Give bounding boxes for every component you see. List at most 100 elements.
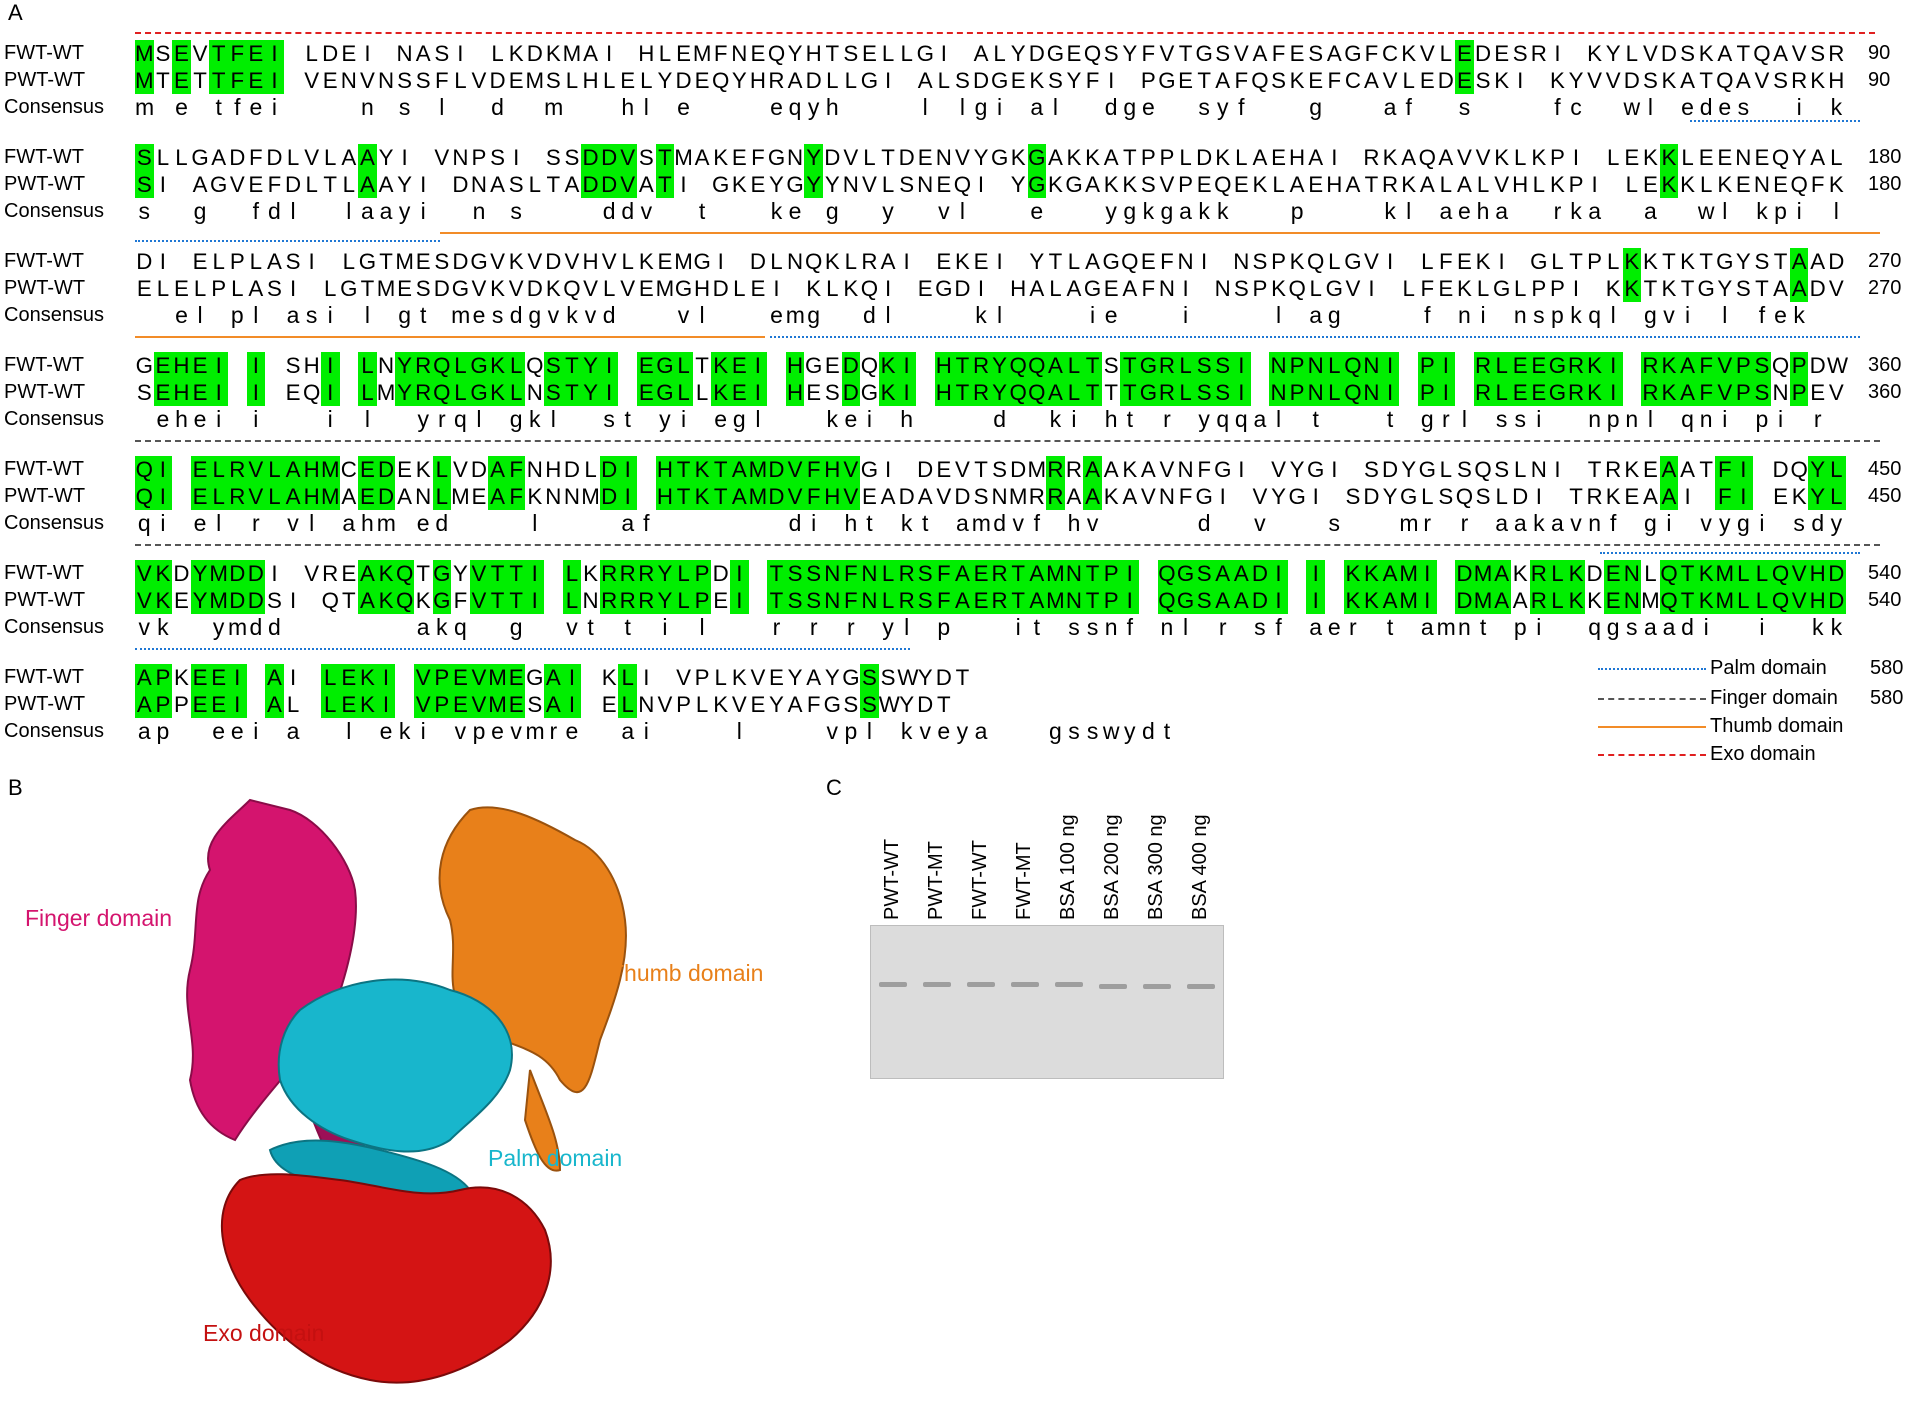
- fwt-row-label: FWT-WT: [4, 458, 84, 480]
- residue-count: 540: [1868, 562, 1902, 584]
- consensus-row-label: Consensus: [4, 616, 105, 638]
- domain-guide-line: [135, 240, 440, 242]
- pwt-row-label: PWT-WT: [4, 381, 86, 403]
- domain-guide-line: [770, 336, 1860, 338]
- gel-band: [1055, 982, 1083, 987]
- gel-lane-label: FWT-MT: [1013, 842, 1035, 920]
- fwt-row-label: FWT-WT: [4, 666, 84, 688]
- fwt-row-label: FWT-WT: [4, 250, 84, 272]
- panel-letter-c: C: [826, 775, 842, 800]
- gel-image: [870, 925, 1224, 1079]
- domain-guide-line: [135, 648, 910, 650]
- legend-label-palm: Palm domain: [1710, 657, 1827, 679]
- domain-guide-line: [440, 232, 1880, 234]
- fwt-row-label: FWT-WT: [4, 42, 84, 64]
- domain-guide-line: [1600, 552, 1860, 554]
- residue-count: 360: [1868, 381, 1902, 403]
- gel-band: [967, 982, 995, 987]
- legend-number-palm: 580: [1870, 657, 1904, 679]
- palm-domain-shape: [268, 978, 513, 1196]
- residue-count: 90: [1868, 42, 1891, 64]
- gel-lane-label: PWT-WT: [881, 838, 903, 920]
- gel-lane-label: BSA 200 ng: [1101, 814, 1123, 920]
- legend-label-exo: Exo domain: [1710, 743, 1816, 765]
- residue-count: 540: [1868, 589, 1902, 611]
- exo-domain-shape: [220, 1173, 552, 1384]
- legend-line-exo: [1598, 754, 1706, 756]
- pwt-row-label: PWT-WT: [4, 69, 86, 91]
- gel-lane-label: BSA 300 ng: [1145, 814, 1167, 920]
- structure-illustration: [186, 798, 627, 1384]
- pwt-row-label: PWT-WT: [4, 485, 86, 507]
- protein-structure: Finger domain Thumb domain Palm domain E…: [0, 780, 820, 1407]
- legend-label-thumb: Thumb domain: [1710, 715, 1844, 737]
- residue-count: 270: [1868, 277, 1902, 299]
- consensus-row-label: Consensus: [4, 408, 105, 430]
- panel-letter-b: B: [8, 775, 23, 800]
- residue-count: 450: [1868, 485, 1902, 507]
- pwt-row-label: PWT-WT: [4, 589, 86, 611]
- legend-label-finger: Finger domain: [1710, 687, 1838, 709]
- domain-guide-line: [135, 440, 1880, 442]
- consensus-row-label: Consensus: [4, 720, 105, 742]
- pwt-row-label: PWT-WT: [4, 173, 86, 195]
- gel-band: [923, 982, 951, 987]
- residue-count: 270: [1868, 250, 1902, 272]
- gel-lane-label: BSA 100 ng: [1057, 814, 1079, 920]
- gel-lane-label: FWT-WT: [969, 840, 991, 920]
- gel-band: [1011, 982, 1039, 987]
- domain-guide-line: [1690, 120, 1860, 122]
- residue-count: 450: [1868, 458, 1902, 480]
- consensus-row-label: Consensus: [4, 304, 105, 326]
- gel-band: [879, 982, 907, 987]
- legend-line-thumb: [1598, 726, 1706, 728]
- palm-domain-label: Palm domain: [488, 1145, 623, 1171]
- domain-legend: Palm domain 580 Finger domain 580 Thumb …: [1590, 655, 1904, 773]
- domain-guide-line: [135, 32, 1875, 34]
- pwt-row-label: PWT-WT: [4, 277, 86, 299]
- legend-item-palm: Palm domain 580: [1590, 655, 1904, 681]
- gel-band: [1187, 984, 1215, 989]
- residue-count: 90: [1868, 69, 1891, 91]
- gel-band: [1099, 984, 1127, 989]
- residue-count: 360: [1868, 354, 1902, 376]
- pwt-row-label: PWT-WT: [4, 693, 86, 715]
